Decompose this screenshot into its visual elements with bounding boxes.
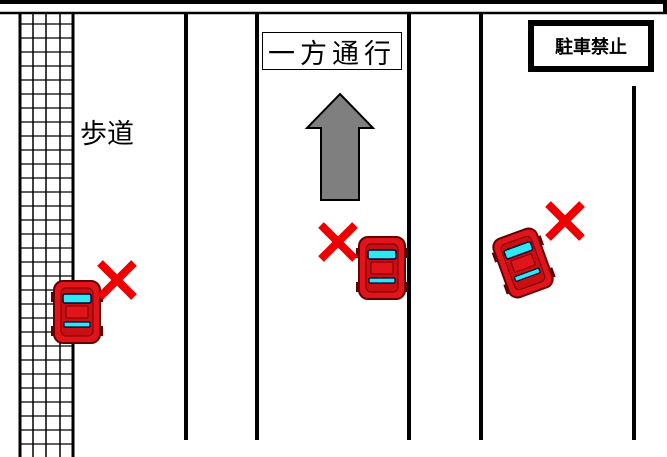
x-mark-icon <box>548 204 582 238</box>
one-way-sign: 一方通行 <box>262 32 402 70</box>
sidewalk-grid <box>18 13 75 457</box>
x-mark-icon <box>100 263 134 297</box>
x-mark-icon <box>321 225 355 259</box>
up-arrow-icon <box>304 92 376 201</box>
top-border <box>0 0 667 15</box>
car-icon <box>50 280 104 344</box>
car-icon <box>355 236 409 300</box>
sidewalk-label: 歩道 <box>80 119 134 150</box>
lane-lines <box>184 13 636 440</box>
no-parking-sign: 駐車禁止 <box>528 20 654 72</box>
